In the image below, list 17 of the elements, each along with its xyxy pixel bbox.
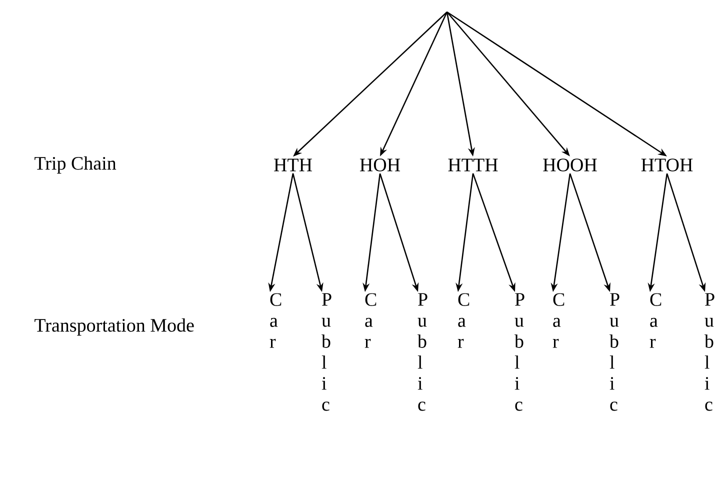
mode-label: Car — [270, 293, 282, 348]
mode-label: Car — [650, 293, 662, 348]
mode-label: Car — [364, 293, 376, 348]
row-label: Transportation Mode — [34, 318, 194, 336]
mode-label: Car — [458, 293, 470, 348]
row-label: Trip Chain — [34, 156, 116, 174]
mode-label: Car — [552, 293, 564, 348]
trip-chain-label: HTTH — [448, 158, 498, 172]
trip-chain-label: HTOH — [641, 158, 693, 172]
mode-label: Public — [704, 293, 714, 411]
mode-label: Public — [610, 293, 620, 411]
mode-label: Public — [322, 293, 332, 411]
trip-chain-label: HOH — [360, 158, 400, 172]
trip-chain-label: HOOH — [543, 158, 597, 172]
mode-label: Public — [514, 293, 524, 411]
mode-label: Public — [418, 293, 428, 411]
trip-chain-label: HTH — [274, 158, 312, 172]
